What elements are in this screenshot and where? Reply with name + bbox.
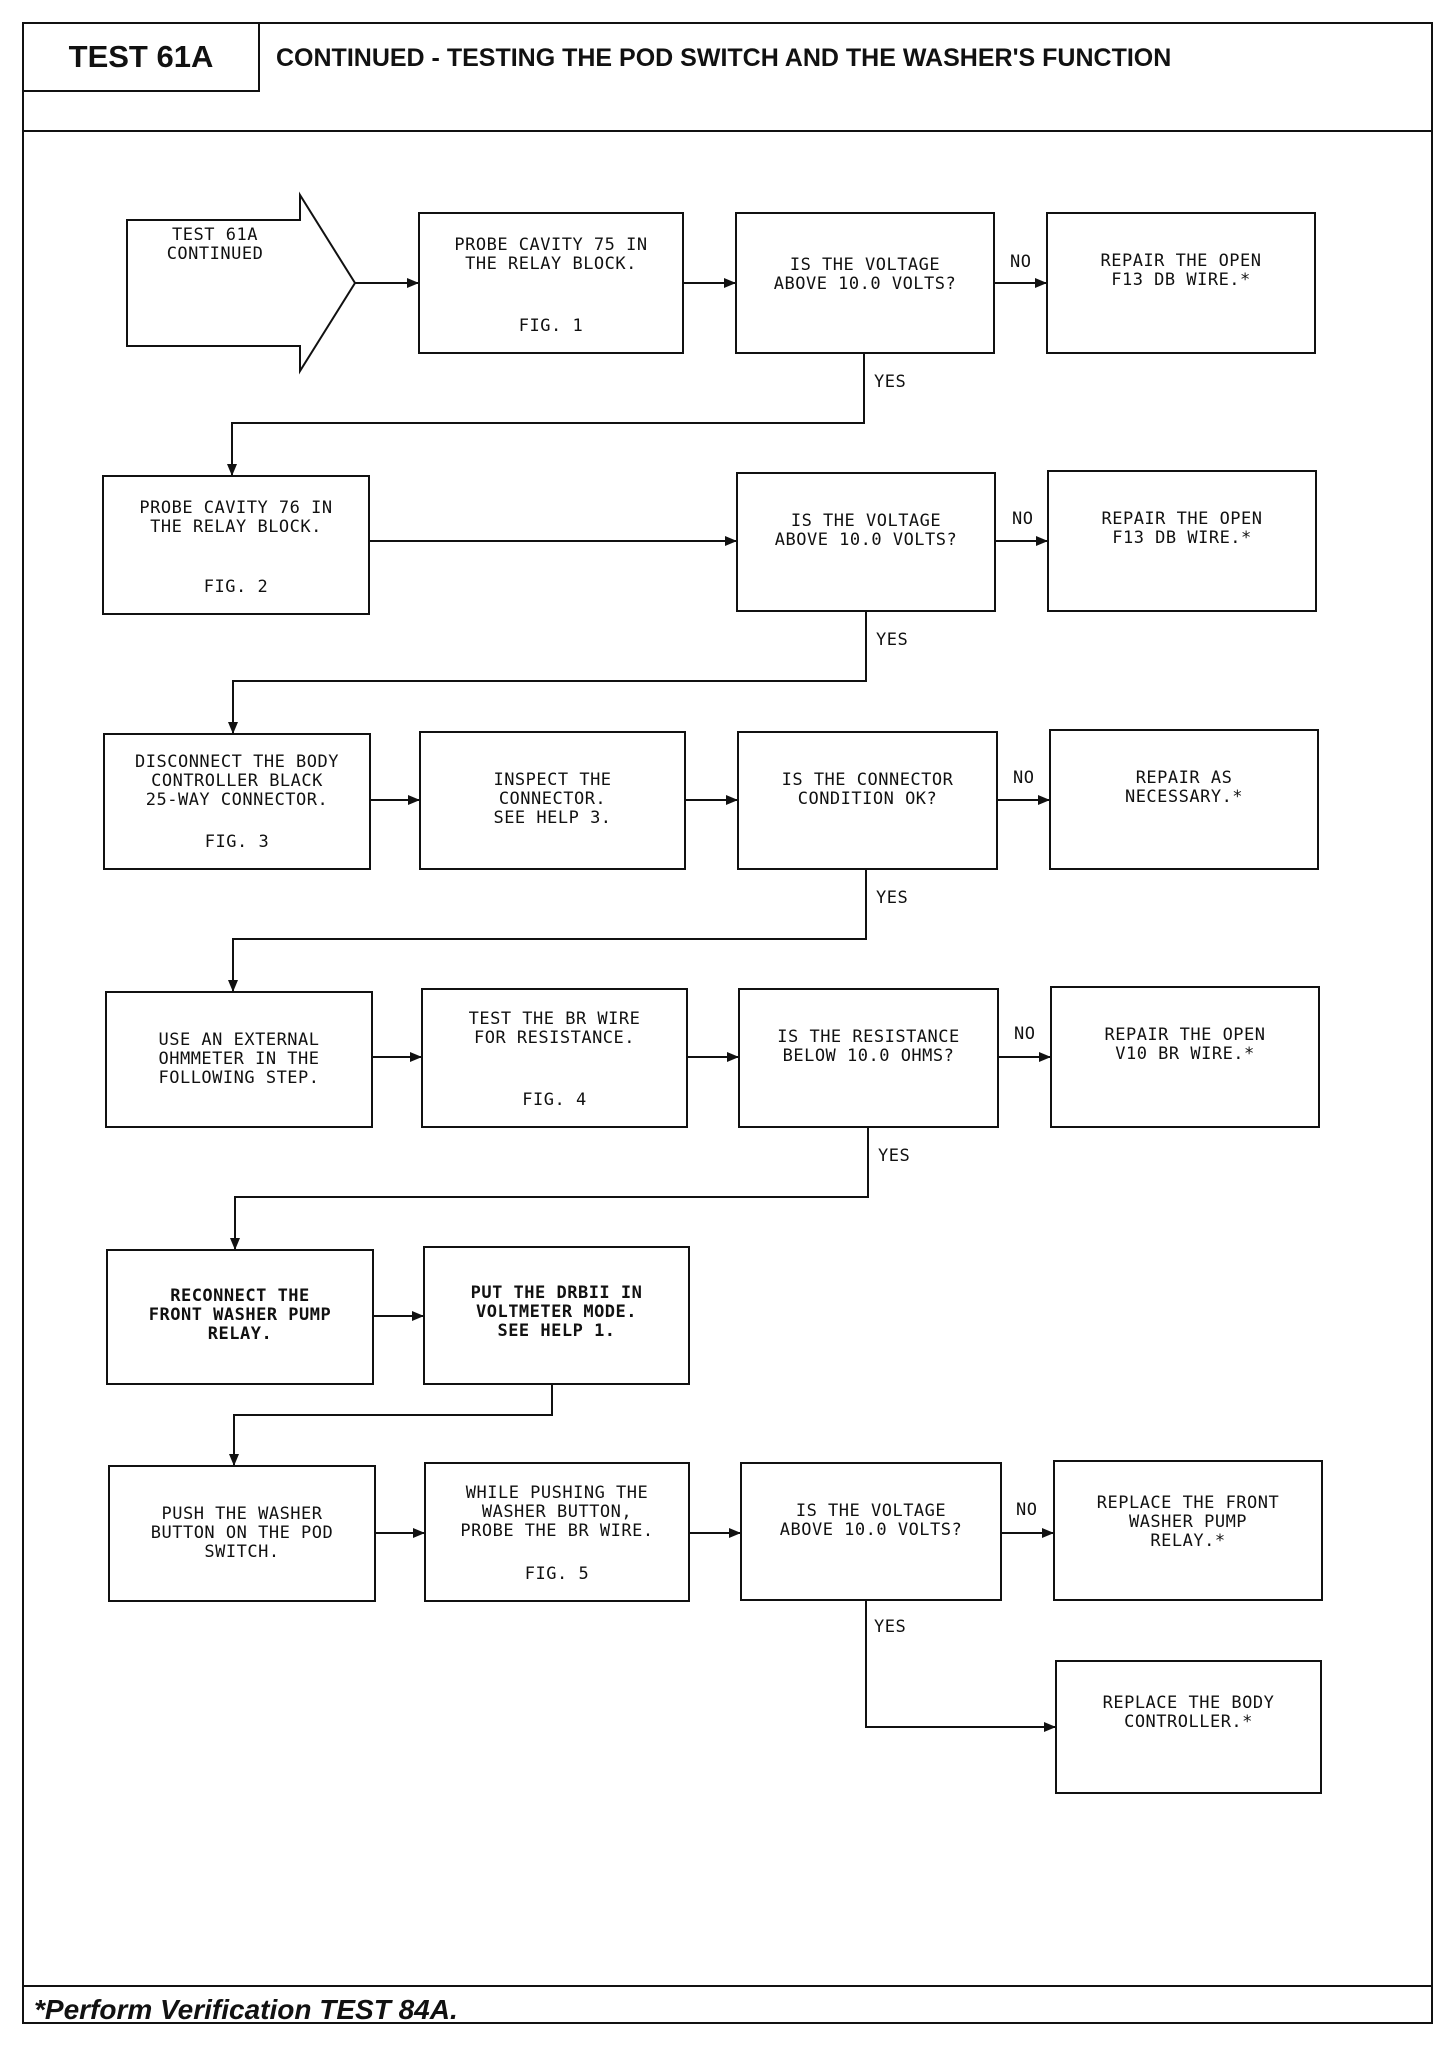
row1-no-action-text: REPAIR THE OPEN F13 DB WIRE.* (1100, 251, 1262, 290)
row3-no-label: NO (1013, 768, 1035, 788)
row4-step2-fig: FIG. 4 (522, 1090, 587, 1110)
start-arrow-label: TEST 61A CONTINUED (166, 225, 264, 264)
row2-question-text: IS THE VOLTAGE ABOVE 10.0 VOLTS? (774, 511, 958, 550)
row5-step2-box: PUT THE DRBII IN VOLTMETER MODE. SEE HEL… (423, 1246, 690, 1385)
row2-yes-label: YES (876, 630, 909, 650)
footer-note: *Perform Verification TEST 84A. (34, 1994, 458, 2025)
start-arrow-shape (126, 191, 357, 375)
row4-no-action-text: REPAIR THE OPEN V10 BR WIRE.* (1104, 1025, 1266, 1064)
row1-question-text: IS THE VOLTAGE ABOVE 10.0 VOLTS? (773, 255, 957, 294)
row6-yes-action-text: REPLACE THE BODY CONTROLLER.* (1102, 1693, 1275, 1732)
row6-no-action-text: REPLACE THE FRONT WASHER PUMP RELAY.* (1096, 1493, 1280, 1551)
row5-step1-box: RECONNECT THE FRONT WASHER PUMP RELAY. (106, 1249, 374, 1385)
row3-step1-fig: FIG. 3 (204, 832, 270, 852)
row1-no-label: NO (1010, 252, 1032, 272)
row3-no-action-box: REPAIR AS NECESSARY.* (1049, 729, 1319, 870)
row3-step1-text: DISCONNECT THE BODY CONTROLLER BLACK 25-… (135, 752, 339, 810)
row1-step1-box: PROBE CAVITY 75 IN THE RELAY BLOCK. FIG.… (418, 212, 684, 354)
row5-step2-text: PUT THE DRBII IN VOLTMETER MODE. SEE HEL… (470, 1283, 643, 1341)
row6-step2-fig: FIG. 5 (524, 1564, 590, 1584)
test-id: TEST 61A (24, 24, 260, 92)
row4-step1-box: USE AN EXTERNAL OHMMETER IN THE FOLLOWIN… (105, 991, 373, 1128)
header-divider (22, 130, 1433, 132)
row3-no-action-text: REPAIR AS NECESSARY.* (1124, 768, 1244, 807)
row6-yes-action-box: REPLACE THE BODY CONTROLLER.* (1055, 1660, 1322, 1794)
row4-no-action-box: REPAIR THE OPEN V10 BR WIRE.* (1050, 986, 1320, 1128)
row1-step1-fig: FIG. 1 (518, 316, 584, 336)
row4-no-label: NO (1014, 1024, 1036, 1044)
row4-question-box: IS THE RESISTANCE BELOW 10.0 OHMS? (738, 988, 999, 1128)
row4-question-text: IS THE RESISTANCE BELOW 10.0 OHMS? (777, 1027, 960, 1066)
row1-question-box: IS THE VOLTAGE ABOVE 10.0 VOLTS? (735, 212, 995, 354)
row2-question-box: IS THE VOLTAGE ABOVE 10.0 VOLTS? (736, 472, 996, 612)
row2-no-action-box: REPAIR THE OPEN F13 DB WIRE.* (1047, 470, 1317, 612)
row4-step1-text: USE AN EXTERNAL OHMMETER IN THE FOLLOWIN… (158, 1030, 320, 1088)
row3-step1-box: DISCONNECT THE BODY CONTROLLER BLACK 25-… (103, 733, 371, 870)
row6-step1-box: PUSH THE WASHER BUTTON ON THE POD SWITCH… (108, 1465, 376, 1602)
row6-yes-label: YES (874, 1617, 907, 1637)
row4-yes-label: YES (878, 1146, 911, 1166)
row1-no-action-box: REPAIR THE OPEN F13 DB WIRE.* (1046, 212, 1316, 354)
footer-divider (22, 1985, 1433, 1987)
row2-no-label: NO (1012, 509, 1034, 529)
row4-step2-text: TEST THE BR WIRE FOR RESISTANCE. (468, 1009, 641, 1048)
page-title: CONTINUED - TESTING THE POD SWITCH AND T… (276, 44, 1172, 72)
row6-step2-box: WHILE PUSHING THE WASHER BUTTON, PROBE T… (424, 1462, 690, 1602)
row6-step2-text: WHILE PUSHING THE WASHER BUTTON, PROBE T… (460, 1483, 654, 1541)
row6-no-label: NO (1016, 1500, 1038, 1520)
row3-yes-label: YES (876, 888, 909, 908)
row5-step1-text: RECONNECT THE FRONT WASHER PUMP RELAY. (148, 1286, 332, 1344)
row1-yes-label: YES (874, 372, 907, 392)
row2-no-action-text: REPAIR THE OPEN F13 DB WIRE.* (1101, 509, 1263, 548)
row6-step1-text: PUSH THE WASHER BUTTON ON THE POD SWITCH… (150, 1504, 334, 1562)
row2-step1-text: PROBE CAVITY 76 IN THE RELAY BLOCK. (139, 498, 333, 537)
row2-step1-box: PROBE CAVITY 76 IN THE RELAY BLOCK. FIG.… (102, 475, 370, 615)
row3-step2-box: INSPECT THE CONNECTOR. SEE HELP 3. (419, 731, 686, 870)
page-frame (22, 22, 1433, 2024)
row2-step1-fig: FIG. 2 (203, 577, 269, 597)
row6-question-text: IS THE VOLTAGE ABOVE 10.0 VOLTS? (779, 1501, 963, 1540)
row6-question-box: IS THE VOLTAGE ABOVE 10.0 VOLTS? (740, 1462, 1002, 1601)
row6-no-action-box: REPLACE THE FRONT WASHER PUMP RELAY.* (1053, 1460, 1323, 1601)
row3-question-text: IS THE CONNECTOR CONDITION OK? (781, 770, 954, 809)
row3-question-box: IS THE CONNECTOR CONDITION OK? (737, 731, 998, 870)
row4-step2-box: TEST THE BR WIRE FOR RESISTANCE. FIG. 4 (421, 988, 688, 1128)
row3-step2-text: INSPECT THE CONNECTOR. SEE HELP 3. (493, 770, 612, 828)
row1-step1-text: PROBE CAVITY 75 IN THE RELAY BLOCK. (454, 235, 648, 274)
